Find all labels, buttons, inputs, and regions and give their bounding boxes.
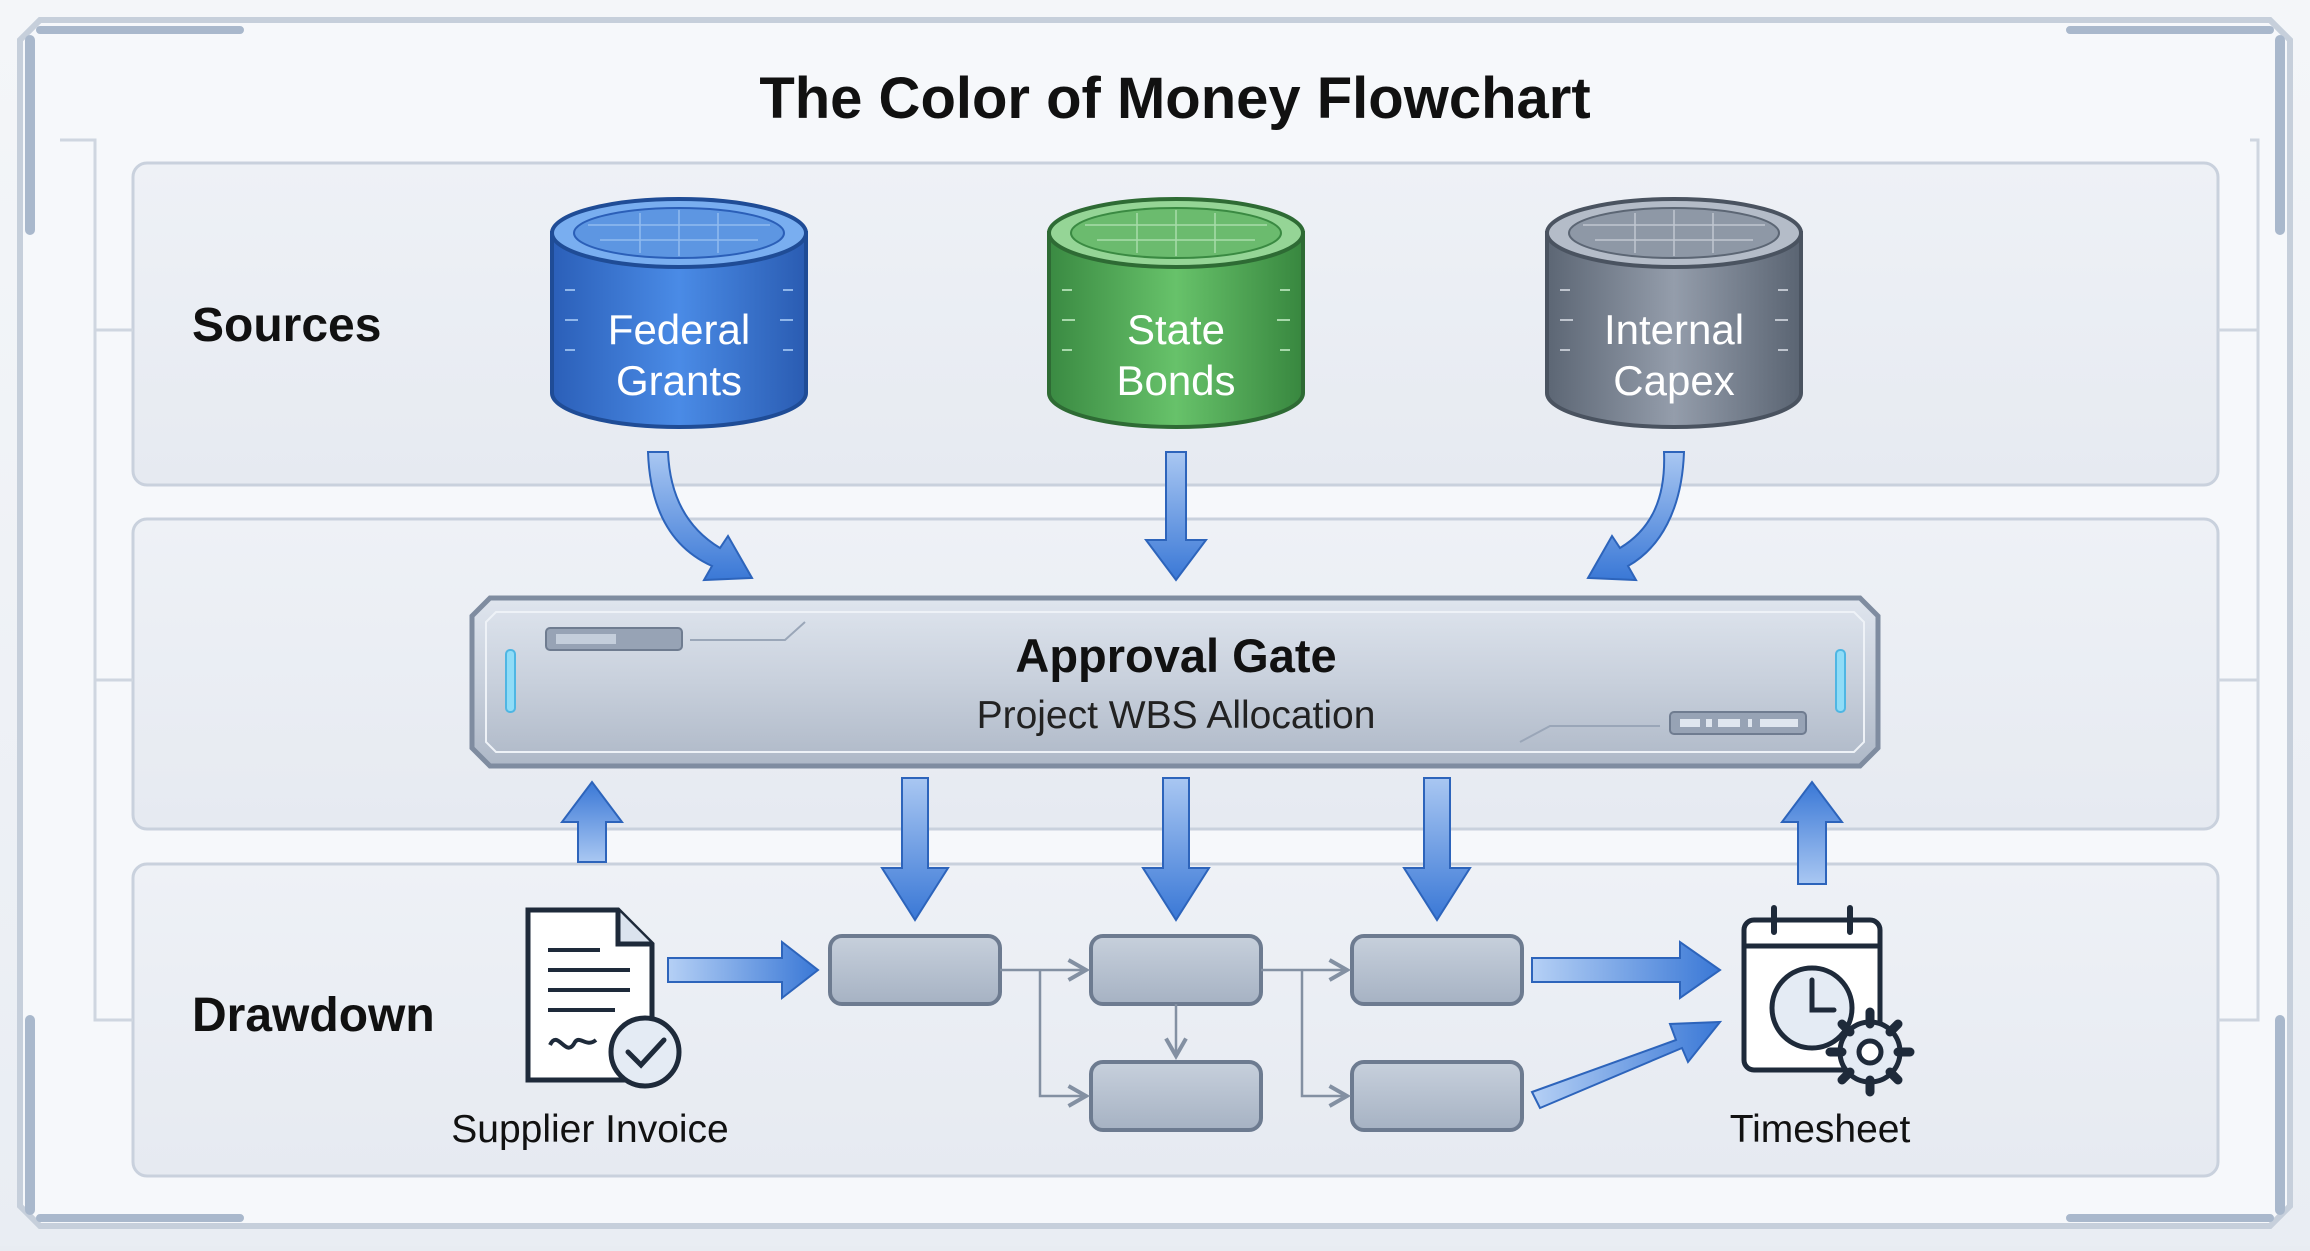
supplier-invoice-label: Supplier Invoice — [451, 1108, 729, 1151]
source-internal-capex: Internal Capex — [1545, 197, 1803, 429]
source-label-line2: Grants — [616, 357, 742, 404]
document-check-icon — [525, 907, 682, 1089]
arrow-wbs-to-timesheet-2 — [1530, 1020, 1723, 1110]
arrow-state-to-gate — [1144, 451, 1208, 582]
source-label-line2: Bonds — [1116, 357, 1235, 404]
wbs-box — [1089, 934, 1263, 1006]
arrow-gate-to-wbs-3 — [1402, 777, 1472, 922]
lane-label-sources: Sources — [192, 299, 381, 352]
source-state-bonds: State Bonds — [1047, 197, 1305, 429]
gate-title: Approval Gate — [1015, 629, 1336, 682]
source-label-line1: Federal — [608, 306, 750, 353]
wbs-box — [1089, 1060, 1263, 1132]
page-title: The Color of Money Flowchart — [759, 66, 1590, 131]
wbs-box — [1350, 934, 1524, 1006]
wbs-box — [828, 934, 1002, 1006]
gate-light-left — [505, 649, 516, 713]
gate-light-right — [1835, 649, 1846, 713]
arrow-invoice-to-wbs — [667, 939, 820, 1001]
lane-label-drawdown: Drawdown — [192, 989, 435, 1042]
source-label-line2: Capex — [1613, 357, 1734, 404]
frame-corner-accents — [25, 35, 2285, 1215]
arrow-timesheet-to-gate — [1780, 780, 1844, 885]
source-label-line1: State — [1127, 306, 1225, 353]
gate-subtitle: Project WBS Allocation — [977, 694, 1376, 737]
arrow-invoice-to-gate — [560, 780, 624, 863]
wbs-box — [1350, 1060, 1524, 1132]
arrow-federal-to-gate — [646, 451, 754, 582]
arrow-wbs-to-timesheet — [1531, 940, 1722, 1000]
calendar-clock-gear-icon — [1741, 905, 1915, 1097]
arrow-gate-to-wbs-2 — [1141, 777, 1211, 922]
approval-gate: Approval Gate Project WBS Allocation — [469, 595, 1881, 769]
source-federal-grants: Federal Grants — [550, 197, 808, 429]
timesheet-label: Timesheet — [1730, 1108, 1911, 1151]
arrow-capex-to-gate — [1586, 451, 1686, 582]
wbs-connectors — [1000, 958, 1352, 1108]
arrow-gate-to-wbs-1 — [880, 777, 950, 922]
source-label-line1: Internal — [1604, 306, 1744, 353]
